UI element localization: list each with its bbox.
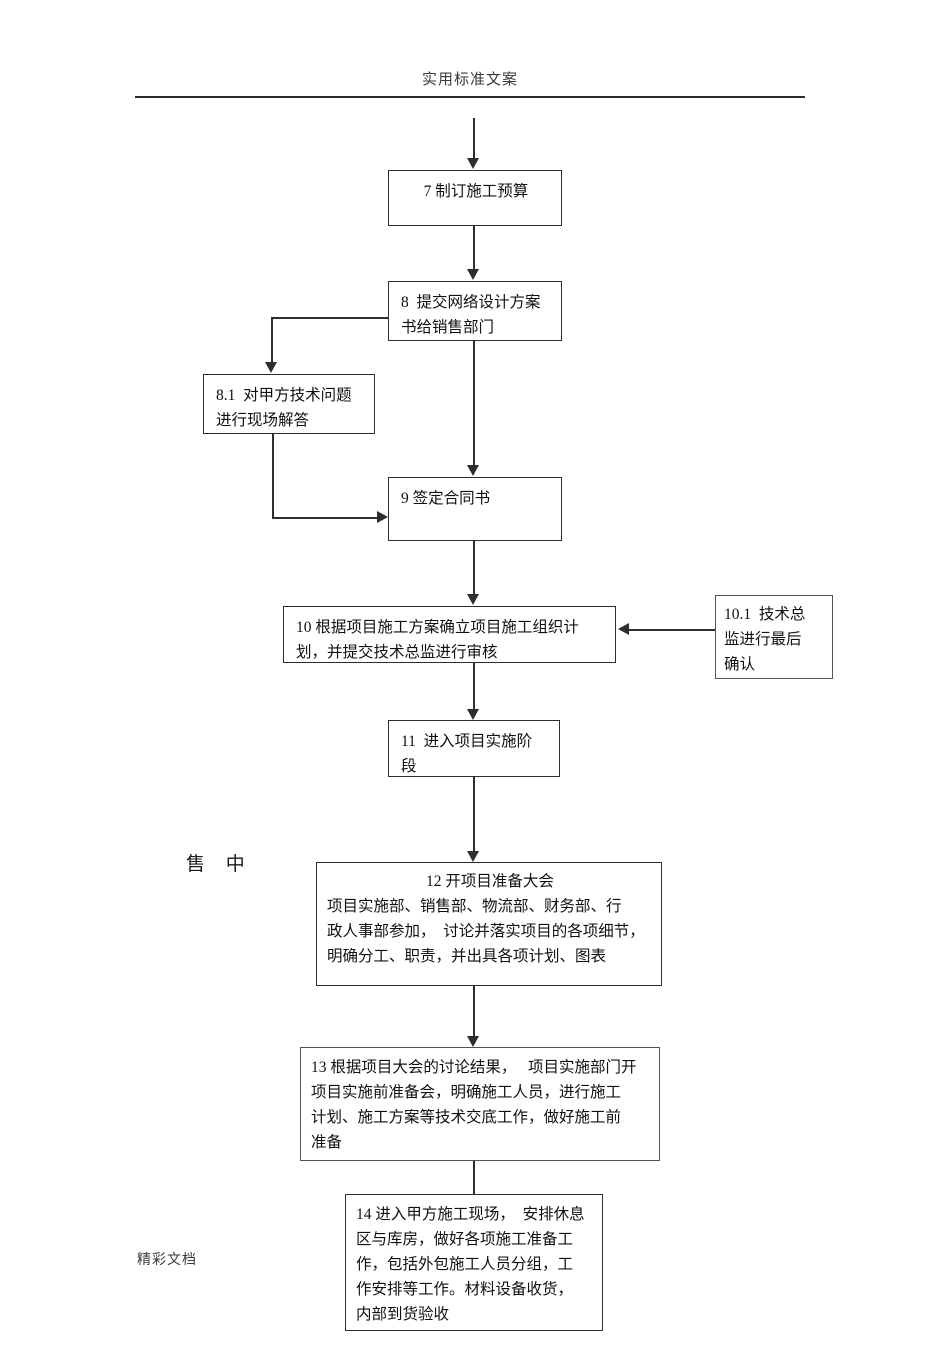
- connector-top-to-node7: [473, 118, 475, 160]
- connector-node12-to-node13: [473, 986, 475, 1039]
- flow-node-10-line-1: 10 根据项目施工方案确立项目施工组织计: [296, 619, 579, 636]
- flow-node-10-line-2: 划，并提交技术总监进行审核: [296, 644, 498, 661]
- flow-node-12-line-3: 明确分工、职责，并出具各项计划、图表: [327, 948, 607, 965]
- flow-node-8-1: 8.1 对甲方技术问题 进行现场解答: [203, 374, 375, 434]
- flow-node-11-line-2: 段: [401, 758, 417, 775]
- arrowhead-node8-to-node9: [467, 465, 479, 476]
- flow-node-11-line-1: 11 进入项目实施阶: [401, 733, 533, 750]
- flow-node-13-line-4: 准备: [311, 1134, 343, 1151]
- flow-node-8-1-line-1: 8.1 对甲方技术问题: [216, 387, 352, 404]
- document-header-title: 实用标准文案: [421, 72, 518, 88]
- arrowhead-node10-to-node11: [467, 709, 479, 720]
- flow-node-10: 10 根据项目施工方案确立项目施工组织计 划，并提交技术总监进行审核: [283, 606, 616, 663]
- flow-node-10-1-line-2: 监进行最后: [724, 631, 802, 648]
- flow-node-10-1: 10.1 技术总 监进行最后 确认: [715, 595, 833, 679]
- flow-node-14-line-1: 14 进入甲方施工现场， 安排休息: [356, 1206, 585, 1223]
- flow-node-13-line-3: 计划、施工方案等技术交底工作，做好施工前: [311, 1109, 622, 1126]
- flow-node-8: 8 提交网络设计方案 书给销售部门: [388, 281, 562, 341]
- connector-node9-to-node10: [473, 541, 475, 597]
- arrowhead-node7-to-node8: [467, 269, 479, 280]
- arrowhead-node8-to-node81: [265, 362, 277, 373]
- flow-node-9-line-1: 9 签定合同书: [401, 490, 491, 507]
- stage-label-mid-sale: 售 中: [186, 854, 253, 875]
- flow-node-14: 14 进入甲方施工现场， 安排休息 区与库房，做好各项施工准备工 作，包括外包施…: [345, 1194, 603, 1331]
- arrowhead-node101-to-node10: [618, 623, 629, 635]
- flow-node-13: 13 根据项目大会的讨论结果， 项目实施部门开 项目实施前准备会，明确施工人员，…: [300, 1047, 660, 1161]
- flow-node-11: 11 进入项目实施阶 段: [388, 720, 560, 777]
- document-footer-text: 精彩文档: [137, 1253, 197, 1268]
- flow-node-10-1-line-1: 10.1 技术总: [724, 606, 806, 623]
- flow-node-8-1-line-2: 进行现场解答: [216, 412, 310, 429]
- flow-node-12-line-2: 政人事部参加， 讨论并落实项目的各项细节，: [327, 923, 645, 940]
- connector-node7-to-node8: [473, 226, 475, 271]
- flow-node-12-title: 12 开项目准备大会: [426, 873, 554, 890]
- connector-node8-to-node9: [473, 341, 475, 467]
- flow-node-14-line-3: 作，包括外包施工人员分组，工: [356, 1256, 574, 1273]
- flow-node-14-line-5: 内部到货验收: [356, 1306, 450, 1323]
- flow-node-10-1-line-3: 确认: [724, 656, 756, 673]
- flow-node-9: 9 签定合同书: [388, 477, 562, 541]
- flow-node-13-line-2: 项目实施前准备会，明确施工人员，进行施工: [311, 1084, 622, 1101]
- flow-node-12-line-1: 项目实施部、销售部、物流部、财务部、行: [327, 898, 622, 915]
- flow-node-13-line-1: 13 根据项目大会的讨论结果， 项目实施部门开: [311, 1059, 637, 1076]
- connector-node81-to-node9-horizontal: [272, 517, 377, 519]
- connector-node13-to-node14: [473, 1161, 475, 1194]
- flow-node-12: 12 开项目准备大会 项目实施部、销售部、物流部、财务部、行 政人事部参加， 讨…: [316, 862, 662, 986]
- connector-node8-to-node81-vertical: [271, 317, 273, 364]
- arrowhead-node12-to-node13: [467, 1036, 479, 1047]
- header-divider: [135, 96, 805, 98]
- arrowhead-node81-to-node9: [377, 511, 388, 523]
- arrowhead-node9-to-node10: [467, 594, 479, 605]
- flow-node-7-line-1: 7 制订施工预算: [423, 183, 529, 200]
- arrowhead-node11-to-node12: [467, 851, 479, 862]
- connector-node10-to-node11: [473, 663, 475, 712]
- connector-node8-to-node81-horizontal: [271, 317, 389, 319]
- arrowhead-top-to-node7: [467, 158, 479, 169]
- connector-node11-to-node12: [473, 777, 475, 853]
- flow-node-7: 7 制订施工预算: [388, 170, 562, 226]
- connector-node101-to-node10: [629, 629, 715, 631]
- flow-node-8-line-1: 8 提交网络设计方案: [401, 294, 541, 311]
- connector-node81-to-node9-vertical: [272, 434, 274, 519]
- flow-node-14-line-4: 作安排等工作。材料设备收货，: [356, 1281, 574, 1298]
- flow-node-8-line-2: 书给销售部门: [401, 319, 495, 336]
- flow-node-14-line-2: 区与库房，做好各项施工准备工: [356, 1231, 574, 1248]
